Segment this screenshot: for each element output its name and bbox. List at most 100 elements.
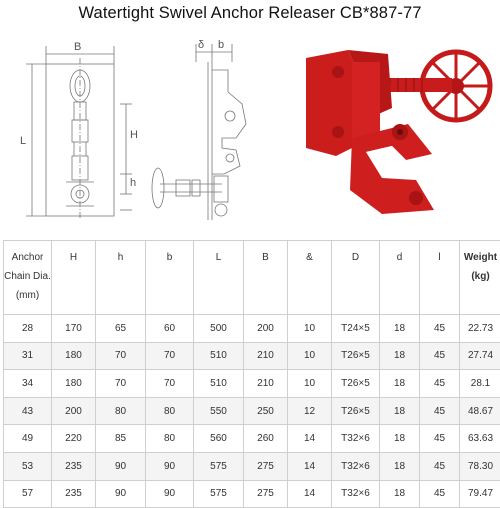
table-cell: T32×6 [332, 452, 380, 480]
column-header-line: l [438, 252, 440, 263]
column-header-line: Chain Dia. [4, 271, 51, 282]
table-cell: 10 [288, 370, 332, 398]
column-header: b [146, 241, 194, 315]
table-cell: 27.74 [460, 342, 500, 370]
table-cell: 90 [146, 480, 194, 508]
table-cell: 180 [52, 370, 96, 398]
table-cell: 34 [4, 370, 52, 398]
table-cell: 200 [52, 397, 96, 425]
table-cell: 210 [244, 342, 288, 370]
table-cell: 10 [288, 342, 332, 370]
table-cell: 575 [194, 452, 244, 480]
dim-label-L: L [20, 135, 26, 147]
table-cell: 275 [244, 480, 288, 508]
table-cell: 18 [380, 425, 420, 453]
table-cell: 45 [420, 370, 460, 398]
column-header-line: (mm) [16, 290, 39, 301]
product-photo [296, 28, 496, 228]
table-cell: 53 [4, 452, 52, 480]
table-cell: 60 [146, 315, 194, 343]
dim-label-h: h [130, 177, 136, 189]
table-cell: 28.1 [460, 370, 500, 398]
table-cell: 48.67 [460, 397, 500, 425]
table-cell: 18 [380, 397, 420, 425]
dim-label-H: H [130, 129, 138, 141]
table-cell: 57 [4, 480, 52, 508]
table-cell: 45 [420, 425, 460, 453]
table-cell: 275 [244, 452, 288, 480]
column-header: H [52, 241, 96, 315]
table-cell: T24×5 [332, 315, 380, 343]
table-cell: T32×6 [332, 480, 380, 508]
table-cell: 45 [420, 315, 460, 343]
table-cell: 18 [380, 370, 420, 398]
table-cell: 79.47 [460, 480, 500, 508]
table-cell: 85 [96, 425, 146, 453]
column-header-line: Anchor [12, 252, 44, 263]
column-header-line: H [70, 252, 77, 263]
table-cell: 45 [420, 342, 460, 370]
table-cell: 510 [194, 342, 244, 370]
column-header-line: d [397, 252, 403, 263]
table-cell: 45 [420, 397, 460, 425]
table-cell: 250 [244, 397, 288, 425]
table-cell: 49 [4, 425, 52, 453]
table-cell: 18 [380, 342, 420, 370]
dim-label-b: b [218, 39, 224, 51]
table-cell: 14 [288, 452, 332, 480]
column-header-line: D [352, 252, 359, 263]
page-title: Watertight Swivel Anchor Releaser CB*887… [0, 4, 500, 23]
table-cell: 43 [4, 397, 52, 425]
table-cell: T26×5 [332, 370, 380, 398]
table-cell: 70 [146, 370, 194, 398]
table-cell: 14 [288, 480, 332, 508]
table-cell: 18 [380, 452, 420, 480]
table-cell: 12 [288, 397, 332, 425]
table-cell: 235 [52, 452, 96, 480]
column-header: h [96, 241, 146, 315]
table-cell: 210 [244, 370, 288, 398]
table-cell: T32×6 [332, 425, 380, 453]
table-cell: 500 [194, 315, 244, 343]
column-header-line: B [262, 252, 269, 263]
column-header: l [420, 241, 460, 315]
column-header: B [244, 241, 288, 315]
table-cell: 575 [194, 480, 244, 508]
table-cell: 78.30 [460, 452, 500, 480]
column-header-line: & [306, 252, 313, 263]
table-cell: 18 [380, 315, 420, 343]
table-cell: 170 [52, 315, 96, 343]
table-cell: 70 [96, 342, 146, 370]
table-cell: 18 [380, 480, 420, 508]
table-cell: 90 [146, 452, 194, 480]
column-header: L [194, 241, 244, 315]
table-cell: 80 [146, 425, 194, 453]
column-header-line: (kg) [471, 271, 489, 282]
column-header: d [380, 241, 420, 315]
table-cell: 180 [52, 342, 96, 370]
table-cell: 80 [146, 397, 194, 425]
table-cell: 90 [96, 452, 146, 480]
dim-label-delta: δ [198, 39, 204, 51]
table-cell: 28 [4, 315, 52, 343]
column-header: & [288, 241, 332, 315]
table-cell: 63.63 [460, 425, 500, 453]
table-cell: 550 [194, 397, 244, 425]
dim-label-B: B [74, 41, 81, 53]
column-header-line: b [167, 252, 173, 263]
table-cell: 260 [244, 425, 288, 453]
table-cell: 70 [96, 370, 146, 398]
table-cell: 70 [146, 342, 194, 370]
table-cell: 560 [194, 425, 244, 453]
column-header-line: h [118, 252, 124, 263]
